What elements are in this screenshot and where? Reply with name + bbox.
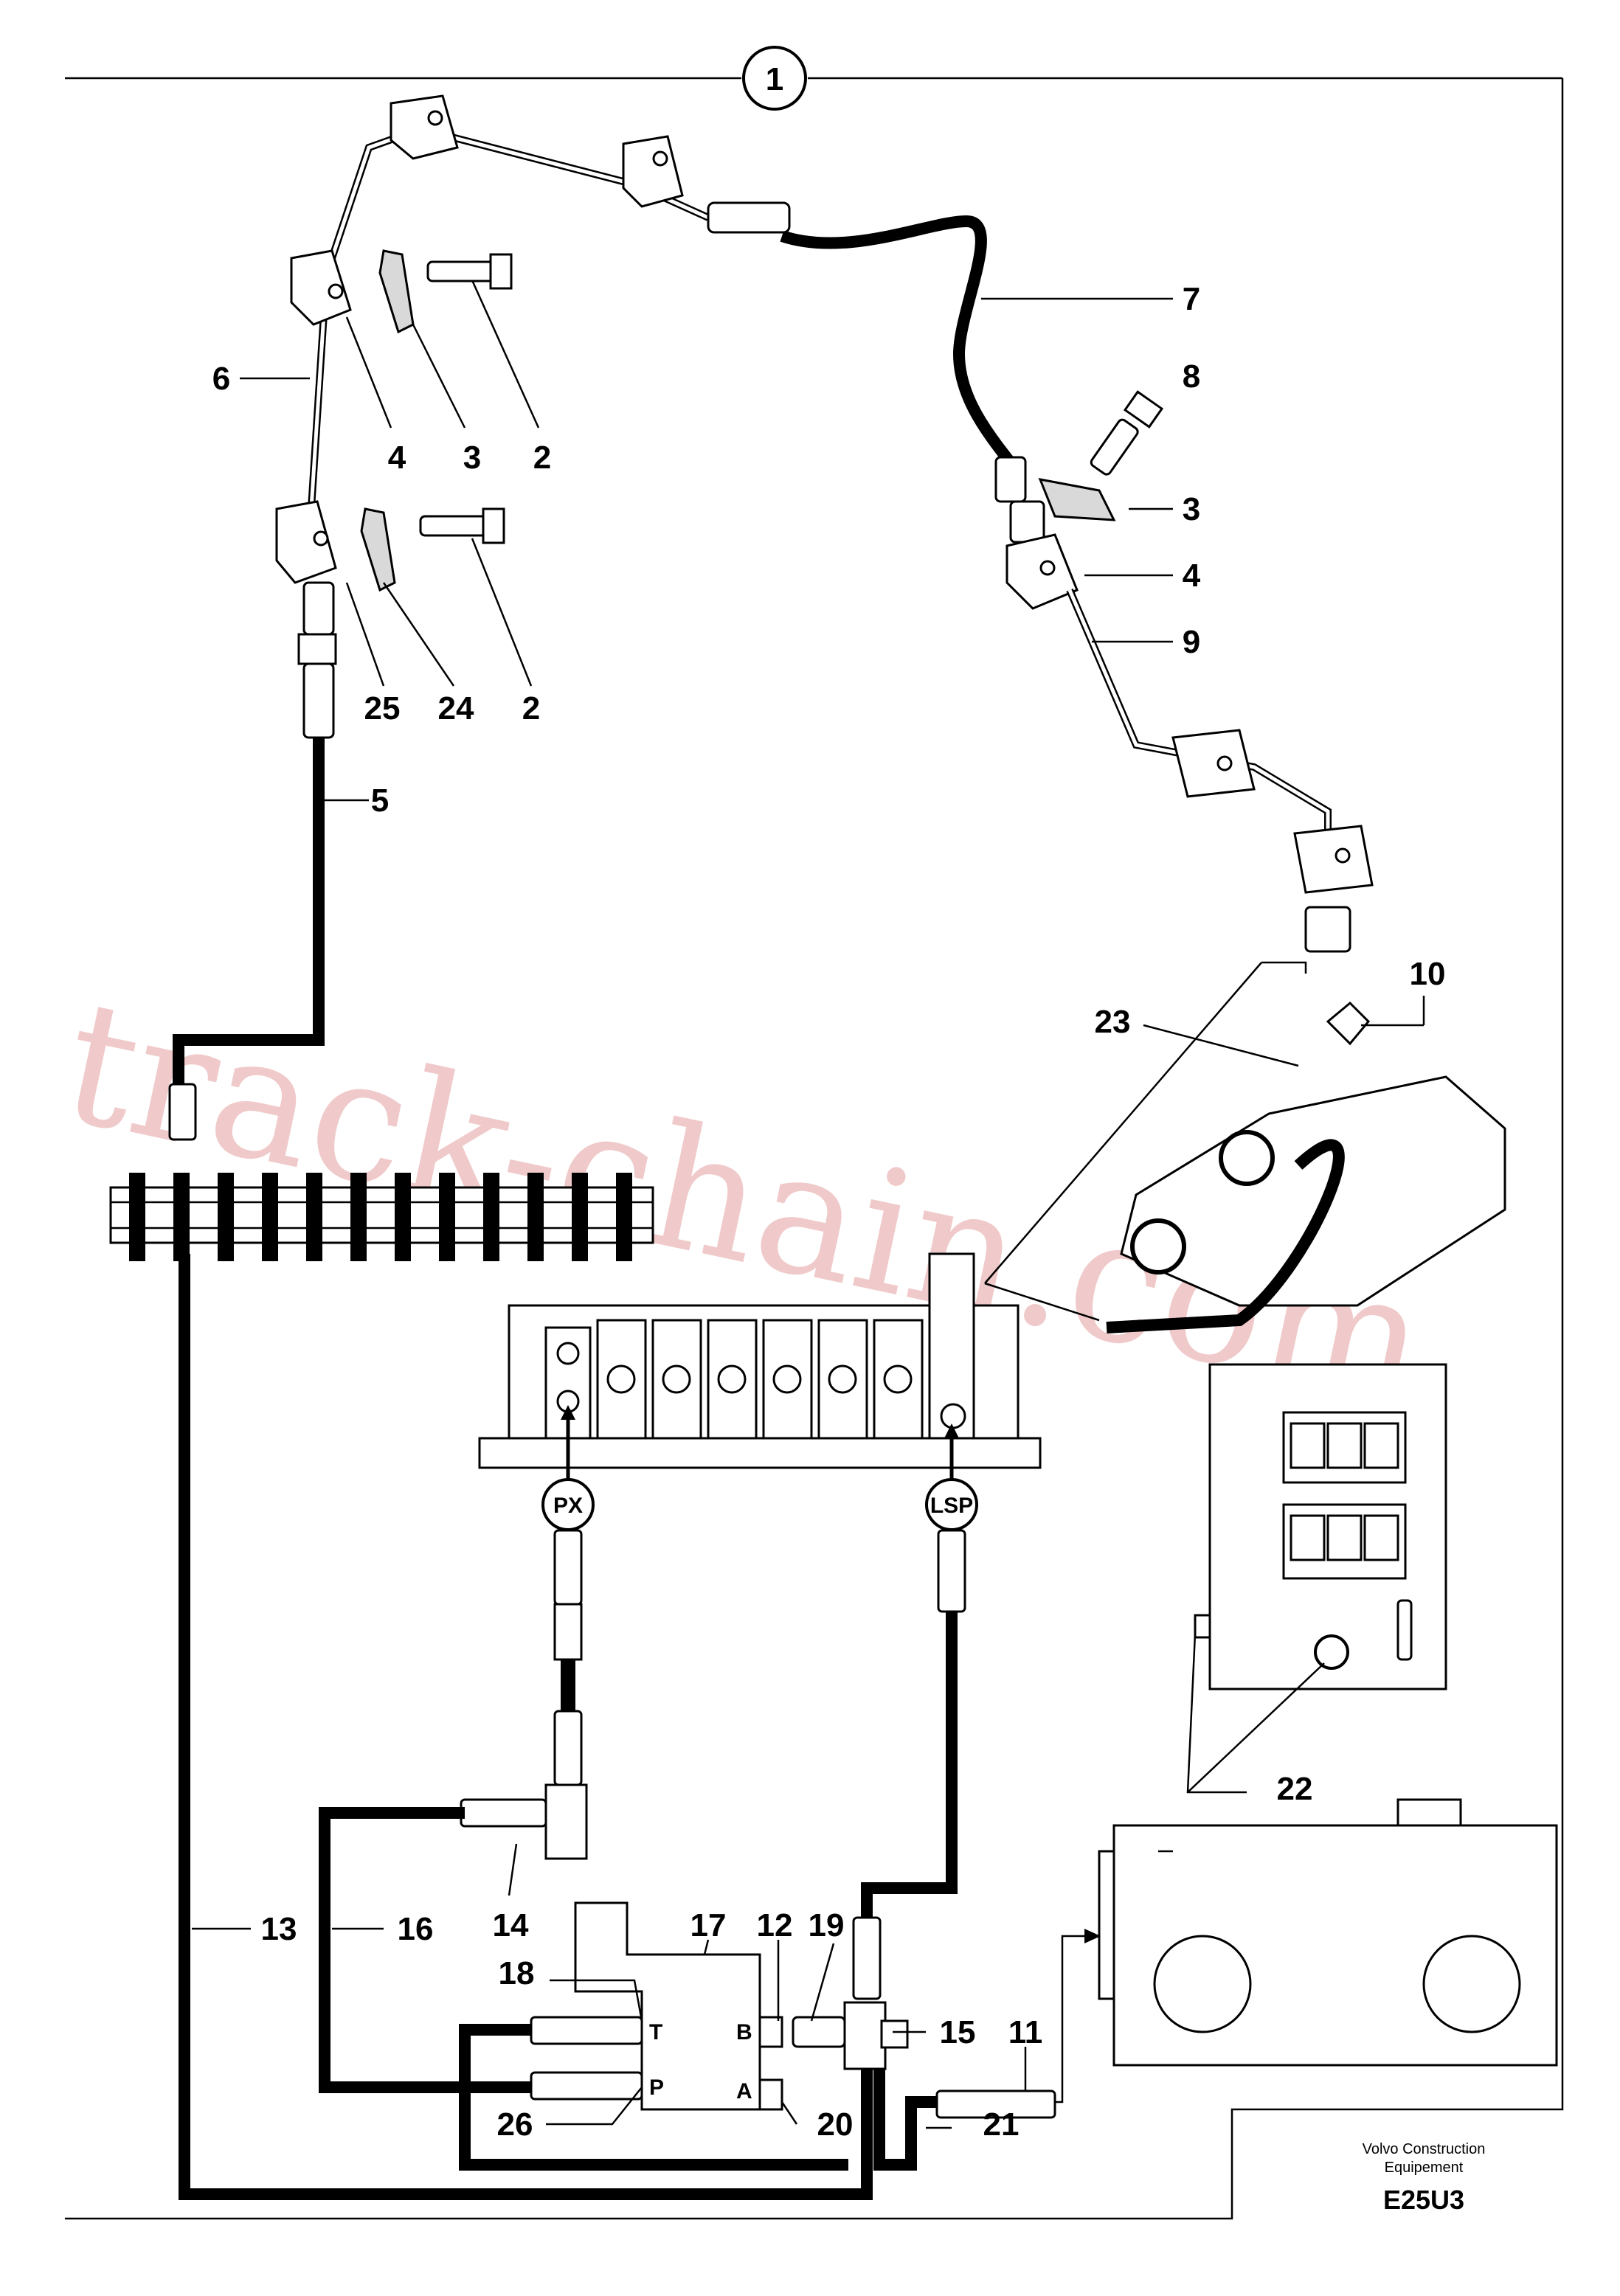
callout-20: 20	[817, 2106, 854, 2143]
callout-15: 15	[940, 2014, 976, 2050]
clamp-plate	[360, 507, 396, 592]
callout-8: 8	[1183, 358, 1200, 395]
pipe-clamp	[1171, 729, 1256, 798]
callout-25: 25	[364, 690, 401, 726]
control-valve	[478, 1252, 1042, 1469]
pipe-clamp	[390, 94, 459, 160]
fitting	[1304, 906, 1351, 953]
callout-13: 13	[261, 1911, 297, 1947]
callout-23: 23	[1095, 1004, 1131, 1040]
svg-text:LSP: LSP	[930, 1494, 973, 1518]
pipe-clamp	[290, 249, 352, 326]
tee-fitting-15	[843, 2001, 909, 2070]
callout-18: 18	[499, 1955, 535, 1991]
callout-7: 7	[1183, 281, 1200, 317]
pipe-clamp	[622, 135, 684, 208]
publisher-line-2: Equipement	[1385, 2160, 1464, 2176]
tee-fitting-14	[460, 1783, 588, 1860]
svg-text:PX: PX	[553, 1494, 583, 1518]
hose-21	[935, 1929, 1101, 2119]
hose-5-13	[168, 738, 873, 2200]
pump-unit	[1098, 1798, 1558, 2067]
return-lines	[459, 2024, 937, 2171]
px-port: PX	[541, 1405, 595, 1531]
callout-6: 6	[212, 361, 230, 397]
callout-19: 19	[809, 1907, 845, 1943]
callout-4: 4	[1183, 558, 1201, 594]
callout-4: 4	[388, 440, 406, 476]
pedal-bracket	[1106, 1075, 1506, 1333]
pipe-clamp	[275, 500, 337, 584]
sheet-number-circle: 1	[742, 46, 807, 111]
svg-text:P: P	[649, 2075, 664, 2100]
bolt	[419, 507, 505, 544]
svg-text:B: B	[736, 2020, 752, 2044]
switch-panel	[1194, 1363, 1447, 1690]
callout-22: 22	[1277, 1771, 1313, 1807]
plug-10	[1326, 996, 1425, 1046]
bolt	[426, 253, 513, 290]
title-block: Volvo Construction Equipement E25U3	[1363, 2141, 1486, 2215]
bracket-leaders	[984, 961, 1307, 1322]
publisher-line-1: Volvo Construction	[1363, 2141, 1486, 2157]
callout-3: 3	[463, 440, 481, 476]
lsp-port: LSP	[925, 1423, 978, 1531]
callout-3: 3	[1183, 491, 1200, 527]
svg-text:T: T	[649, 2020, 662, 2044]
callout-16: 16	[398, 1911, 434, 1947]
hose-16	[319, 1807, 531, 2093]
lsp-hose	[852, 1529, 966, 2000]
drawing-frame	[65, 77, 1564, 2220]
clamp-plate	[1038, 478, 1116, 521]
valve-block-17: T P B A	[530, 1901, 846, 2111]
callout-14: 14	[493, 1907, 529, 1943]
pipe-clamp	[1005, 533, 1079, 610]
callout-leaders	[192, 280, 1173, 2129]
callout-11: 11	[1008, 2014, 1043, 2050]
drawing-code: E25U3	[1383, 2185, 1464, 2215]
bolt-bar	[109, 1173, 654, 1261]
bolt	[1090, 390, 1164, 476]
svg-text:A: A	[736, 2079, 752, 2103]
callout-5: 5	[371, 783, 389, 819]
switch-leaders	[1186, 1633, 1325, 1794]
svg-text:1: 1	[766, 61, 783, 97]
callout-labels: 2 2 3 3 4 4 5 6 7 8 9 10 11 12 13 14 15 …	[212, 281, 1446, 2143]
callout-2: 2	[522, 690, 540, 726]
callout-12: 12	[757, 1907, 793, 1943]
callout-10: 10	[1410, 956, 1446, 992]
callout-2: 2	[533, 440, 551, 476]
fitting	[297, 581, 337, 739]
callout-26: 26	[497, 2106, 533, 2143]
hose-7	[707, 201, 1045, 544]
callout-17: 17	[690, 1907, 727, 1943]
callout-9: 9	[1183, 624, 1200, 660]
px-hose	[553, 1529, 583, 1786]
pipe-clamp	[1293, 825, 1374, 894]
clamp-plate	[378, 249, 415, 334]
callout-21: 21	[983, 2106, 1020, 2143]
callout-24: 24	[438, 690, 474, 726]
